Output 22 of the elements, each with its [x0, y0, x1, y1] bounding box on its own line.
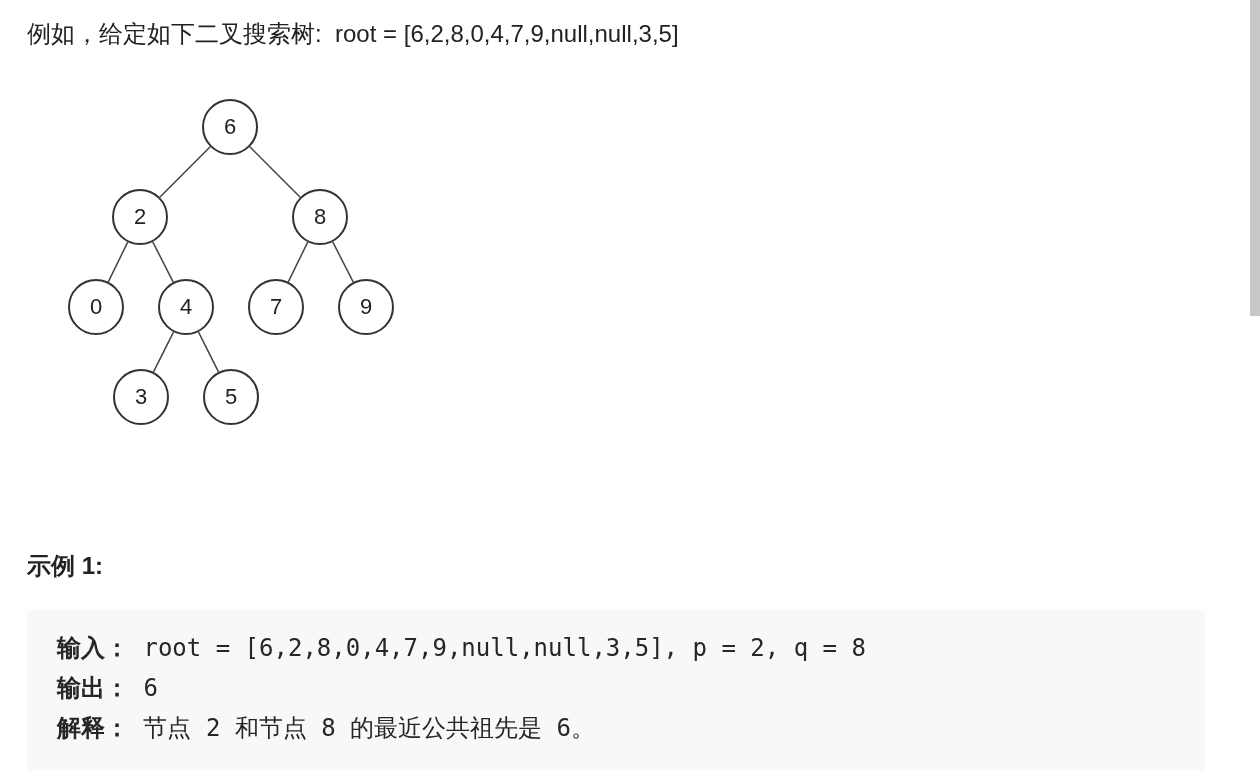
tree-edge — [249, 146, 301, 198]
tree-edge — [152, 241, 174, 283]
tree-edge — [107, 241, 129, 283]
code-line: 解释： 节点 2 和节点 8 的最近公共祖先是 6。 — [57, 713, 596, 744]
tree-node-circle: 8 — [292, 189, 348, 245]
tree-node-circle: 6 — [202, 99, 258, 155]
tree-node-circle: 7 — [248, 279, 304, 335]
tree-node-circle: 2 — [112, 189, 168, 245]
tree-edge — [197, 331, 220, 373]
intro-text: 例如，给定如下二叉搜索树: root = [6,2,8,0,4,7,9,null,null,3,5] — [27, 19, 679, 49]
tree-edge — [159, 146, 211, 198]
example-heading: 示例 1: — [27, 551, 103, 581]
tree-node-circle: 3 — [113, 369, 169, 425]
tree-node-circle: 4 — [158, 279, 214, 335]
tree-node-circle: 5 — [203, 369, 259, 425]
tree-edge — [332, 241, 354, 283]
code-line: 输入： root = [6,2,8,0,4,7,9,null,null,3,5], p = 2, q = 8 — [57, 633, 866, 664]
tree-node-circle: 9 — [338, 279, 394, 335]
tree-edge — [287, 241, 309, 283]
code-line: 输出： 6 — [57, 673, 158, 704]
tree-edge — [152, 331, 175, 373]
tree-node-circle: 0 — [68, 279, 124, 335]
